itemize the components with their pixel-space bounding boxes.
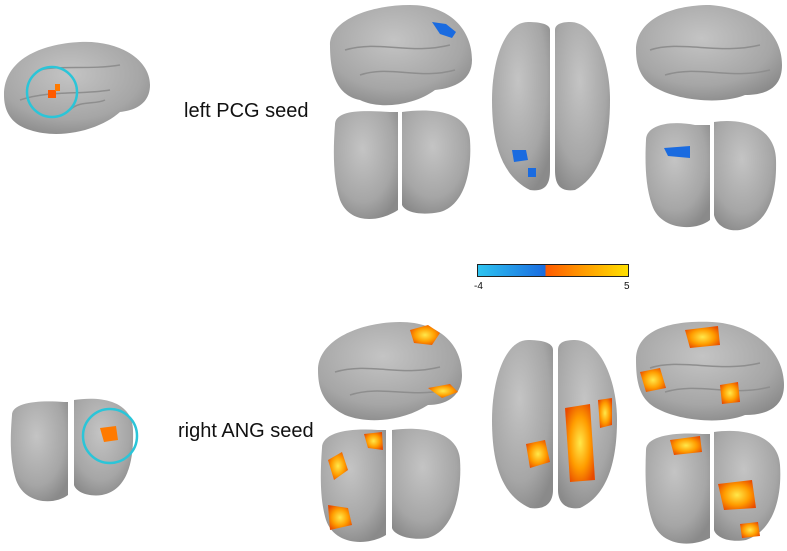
brain-lateral-left-top bbox=[330, 5, 472, 106]
seed-brain-right-ang bbox=[10, 398, 139, 502]
brain-anterior-top bbox=[645, 120, 777, 231]
brain-lateral-right-top bbox=[636, 5, 782, 101]
brain-dorsal-top bbox=[492, 22, 610, 191]
seed-brain-left-pcg bbox=[4, 41, 150, 134]
brain-lateral-left-bottom bbox=[318, 322, 462, 421]
brain-dorsal-bottom bbox=[492, 340, 617, 509]
colorbar bbox=[477, 264, 629, 277]
brain-lateral-right-bottom bbox=[636, 321, 784, 421]
colorbar-min-label: -4 bbox=[474, 281, 483, 292]
brain-posterior-top bbox=[333, 110, 471, 220]
seed-label-right-ang: right ANG seed bbox=[178, 420, 314, 442]
colorbar-max-label: 5 bbox=[624, 281, 630, 292]
seed-circle bbox=[25, 65, 79, 119]
seed-label-left-pcg: left PCG seed bbox=[184, 100, 309, 122]
brain-posterior-bottom bbox=[320, 428, 461, 542]
seed-circle bbox=[81, 407, 139, 465]
brain-anterior-bottom bbox=[645, 430, 781, 544]
